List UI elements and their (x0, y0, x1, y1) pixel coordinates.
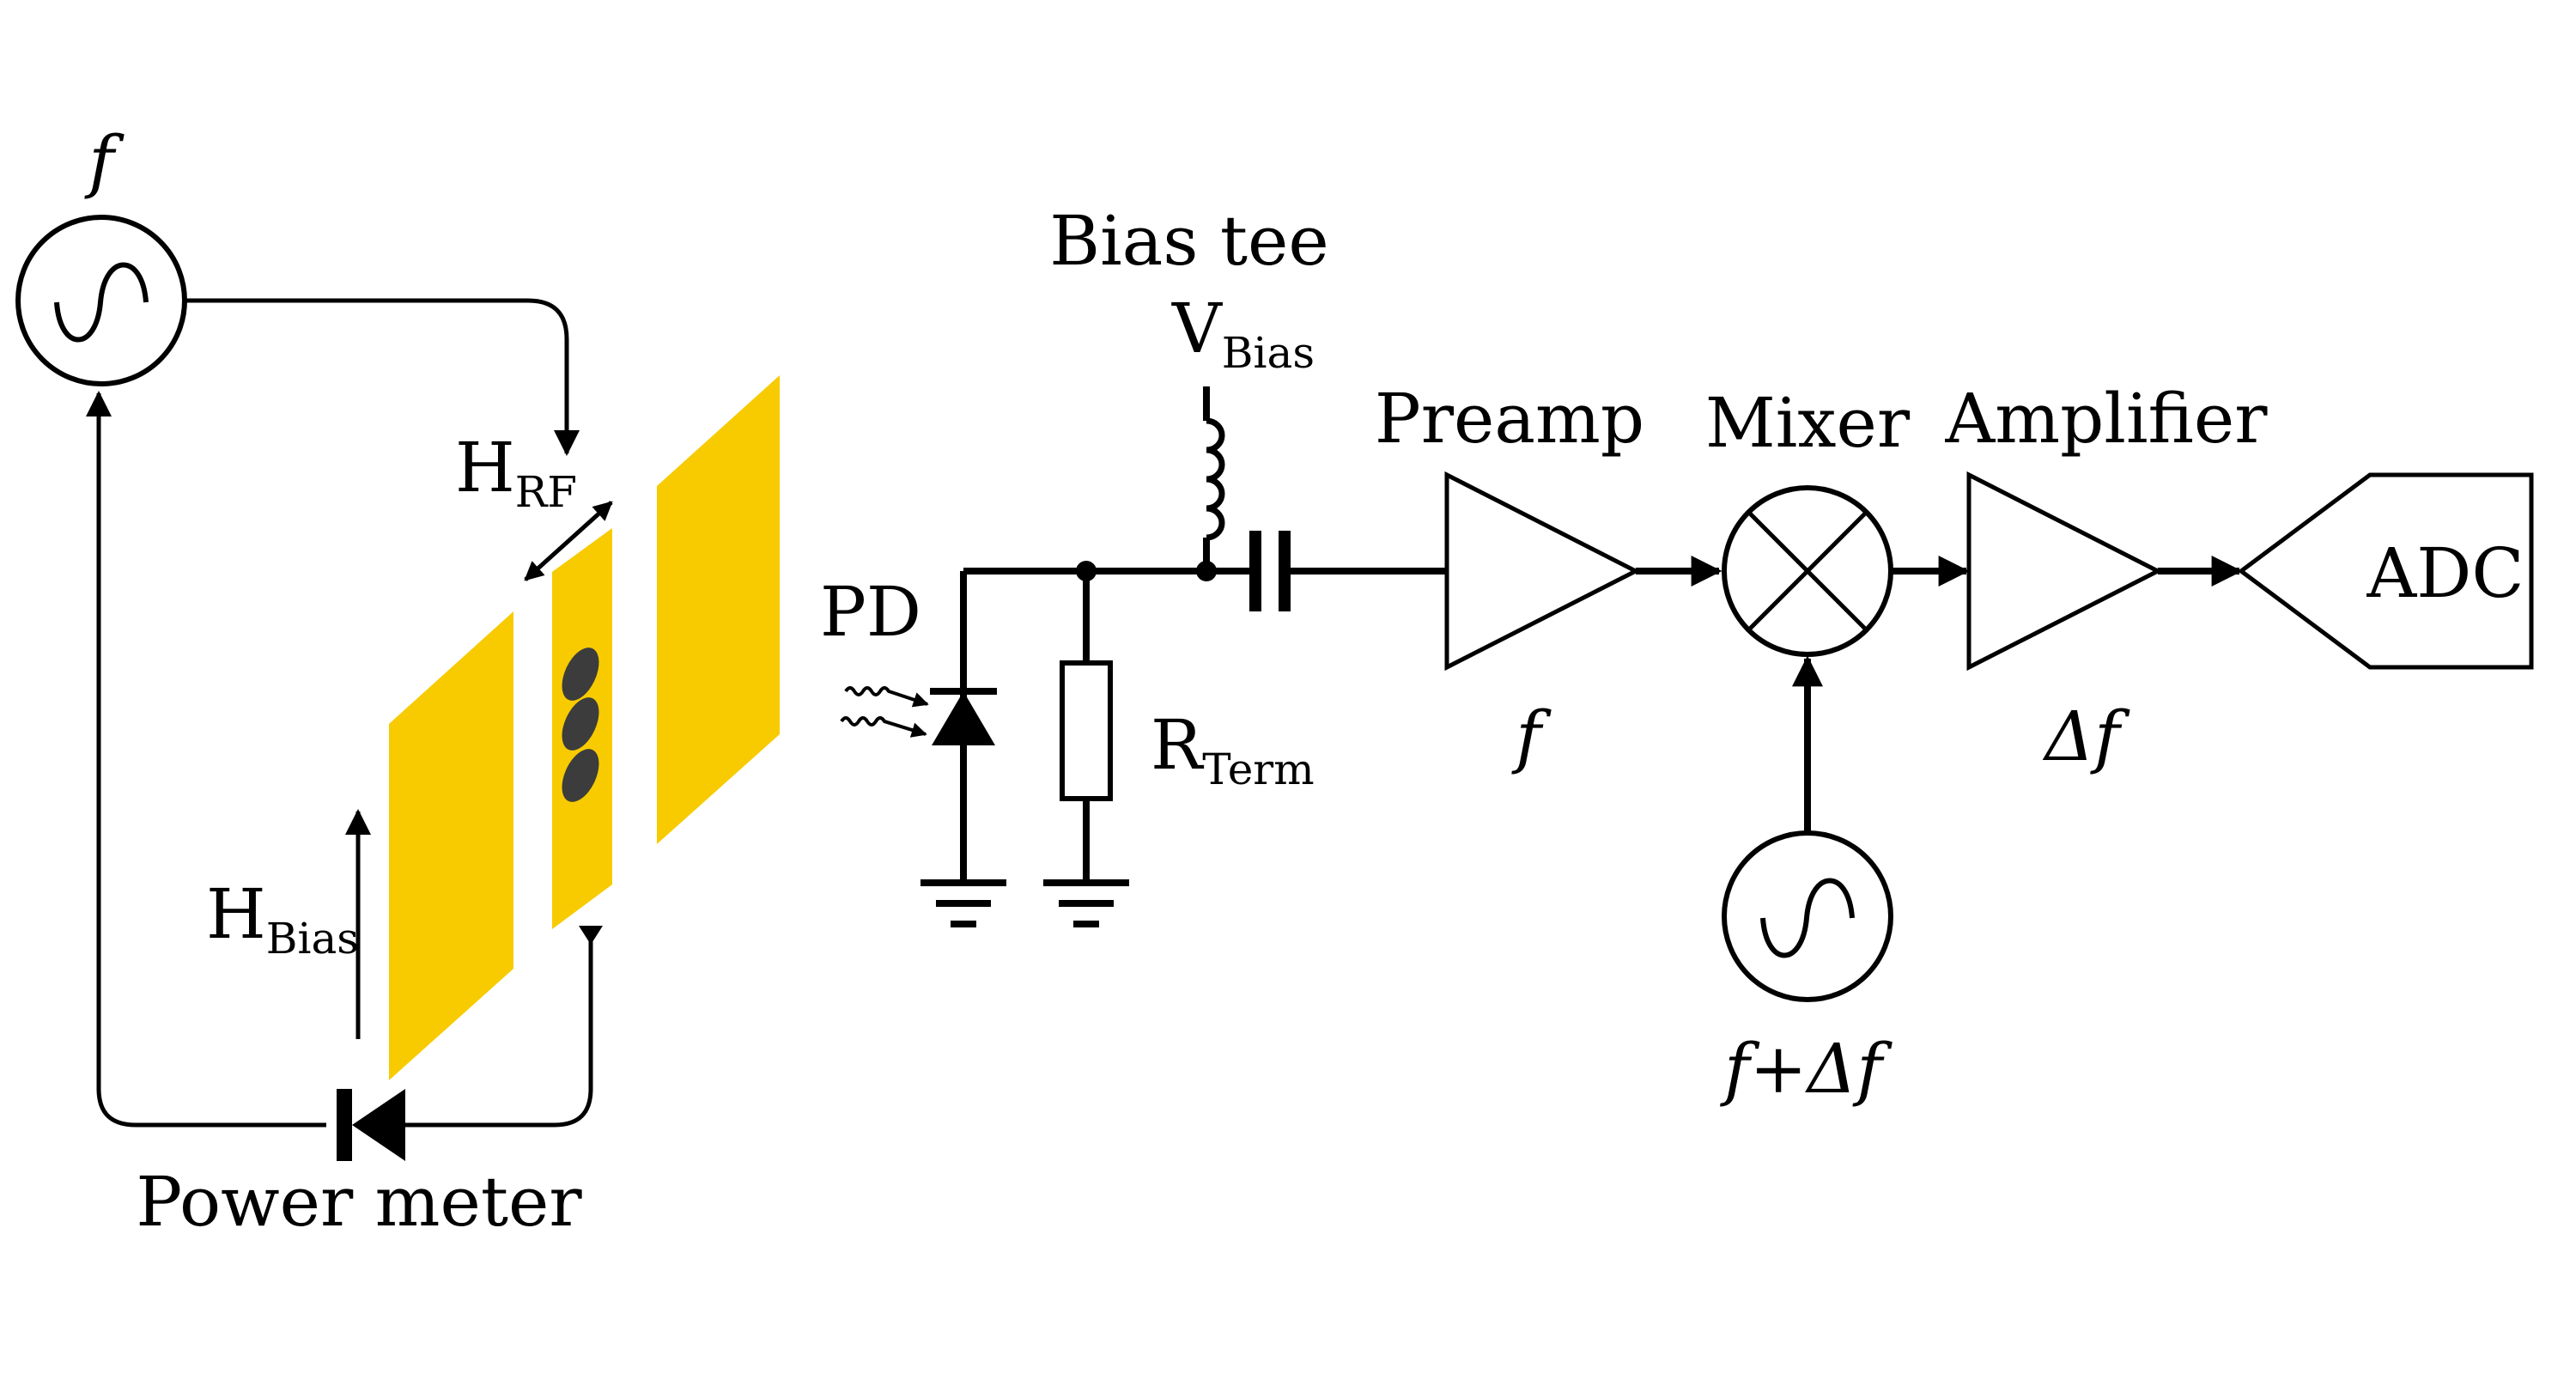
adc-label: ADC (2366, 533, 2524, 613)
photodiode-icon (840, 571, 997, 880)
amplifier-label: Amplifier (1945, 379, 2269, 459)
bias-tee-label: Bias tee (1049, 201, 1328, 281)
adc-block (2237, 472, 2534, 670)
local-oscillator (1722, 830, 1893, 1002)
sample-dot (562, 647, 599, 701)
h-bias-label: HBias (206, 874, 359, 964)
mixer-label: Mixer (1705, 383, 1911, 463)
power-meter-diode-icon (337, 1089, 405, 1161)
sample-dot (562, 749, 599, 802)
preamp-frequency-label: f (1511, 696, 1552, 776)
bias-tee-capacitor (1206, 531, 1291, 611)
h-rf-label: HRF (455, 428, 577, 517)
v-bias-label: VBias (1171, 289, 1315, 378)
power-meter-label: Power meter (136, 1162, 582, 1242)
sample-dot (562, 697, 599, 751)
lo-frequency-label: f+Δf (1720, 1029, 1893, 1109)
ground-icon (1043, 879, 1129, 927)
pd-label: PD (820, 572, 921, 652)
amplifier-triangle (1966, 471, 2163, 672)
rf-source (15, 215, 187, 386)
rf-field-arrow (524, 501, 613, 581)
mixer-cross-icon (1722, 485, 1893, 657)
preamp-triangle (1444, 471, 1641, 672)
ground-icon (920, 879, 1006, 927)
bias-tee-inductor (1203, 386, 1225, 571)
sine-source-icon (54, 262, 149, 343)
termination-resistor (1060, 571, 1113, 883)
right-plate (657, 375, 780, 844)
r-term-label: RTerm (1151, 705, 1315, 794)
preamp-label: Preamp (1375, 379, 1644, 459)
source-frequency-label: f (84, 121, 125, 201)
return-line (86, 391, 603, 1128)
left-plate (389, 611, 513, 1080)
rf-feed-line (185, 298, 580, 456)
sine-source-icon (1760, 878, 1855, 958)
amplifier-frequency-label: Δf (2042, 696, 2130, 776)
